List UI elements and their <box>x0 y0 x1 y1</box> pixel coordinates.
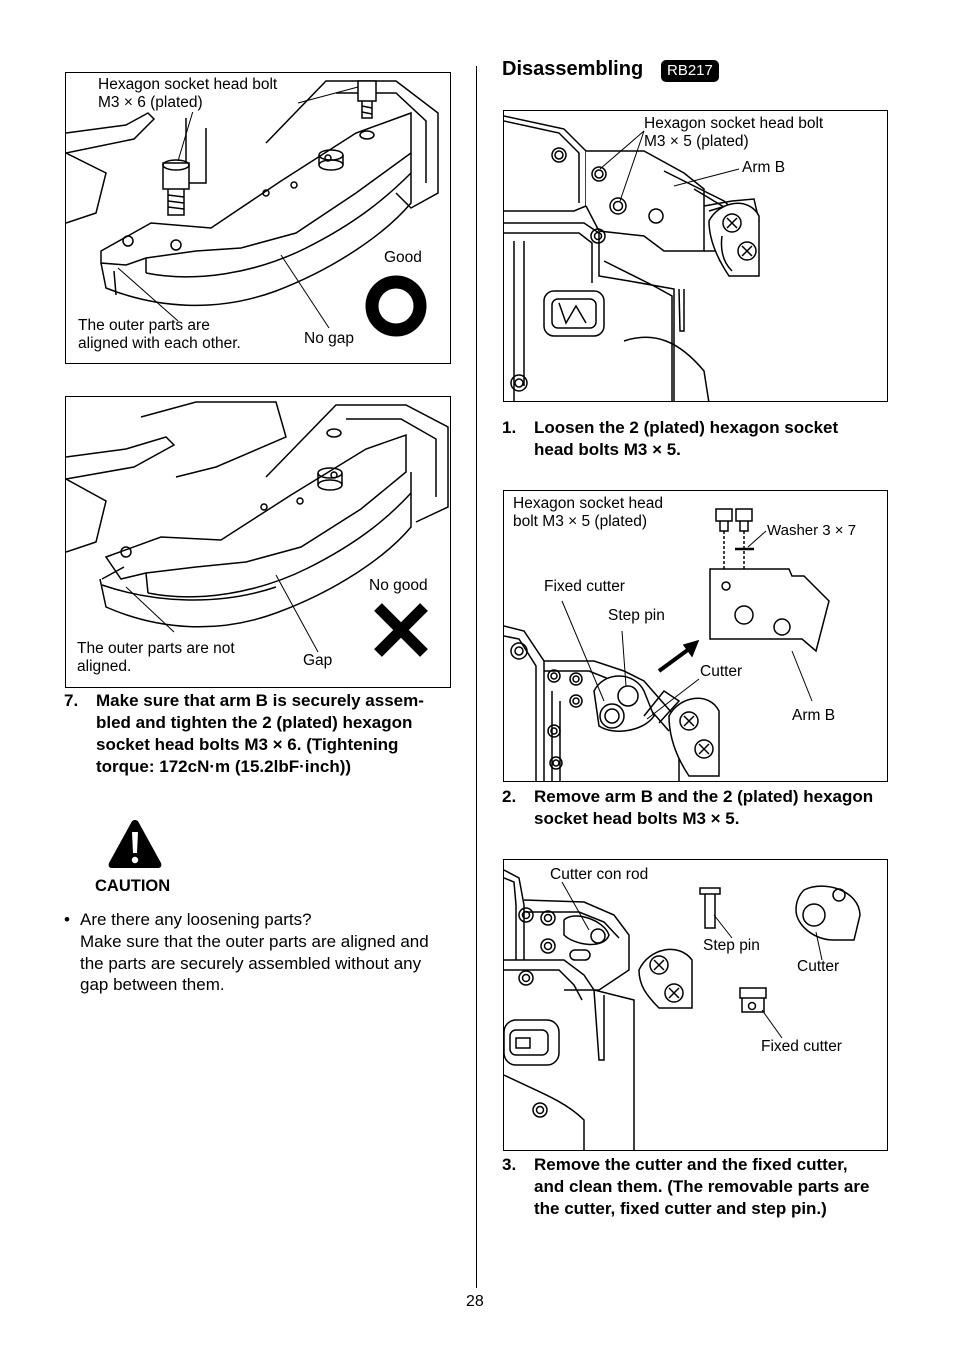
good-circle-icon <box>365 275 427 337</box>
step-text: Make sure that arm B is securely assem- … <box>96 691 424 776</box>
good-label: Good <box>384 249 422 266</box>
step-pin-label: Step pin <box>703 937 760 954</box>
caution-text: Make sure that the outer parts are align… <box>80 932 429 994</box>
washer-label: Washer 3 × 7 <box>767 522 857 539</box>
no-gap-label: No gap <box>304 330 354 347</box>
bolt-label: Hexagon socket head bolt M3 × 5 (plated) <box>644 115 824 150</box>
step-text: Loosen the 2 (plated) hexagon socket hea… <box>534 418 839 459</box>
caution-question: Are there any loosening parts? <box>80 910 312 929</box>
no-good-cross-icon <box>374 603 428 657</box>
cutter-label: Cutter <box>700 663 743 680</box>
bolt-label: Hexagon socket head bolt M3 × 6 (plated) <box>98 76 278 112</box>
step-number: 7. <box>64 691 79 710</box>
loosen-bolts-drawing <box>504 115 760 401</box>
fixed-cutter-label: Fixed cutter <box>544 578 625 595</box>
step-number: 1. <box>502 418 517 437</box>
caution-bullet: • <box>64 910 70 929</box>
fixed-cutter-label: Fixed cutter <box>761 1038 842 1055</box>
column-divider <box>476 66 477 1288</box>
figure-remove-cutter: Cutter con rod Step pin Cutter Fixed cut… <box>503 859 888 1151</box>
con-rod-label: Cutter con rod <box>550 866 649 883</box>
aligned-label: The outer parts are aligned with each ot… <box>78 317 241 352</box>
caution-label: CAUTION <box>95 877 171 895</box>
not-aligned-label: The outer parts are not aligned. <box>77 640 235 675</box>
no-good-alignment-drawing <box>66 401 449 653</box>
section-title: Disassembling <box>502 58 644 80</box>
remove-cutter-drawing <box>504 869 861 1150</box>
arm-b-label: Arm B <box>792 707 836 724</box>
figure-remove-arm: Hexagon socket head bolt M3 × 5 (plated)… <box>503 490 888 782</box>
remove-arm-drawing <box>504 508 830 781</box>
caution-warning-icon <box>108 820 162 868</box>
bolt-label: Hexagon socket head bolt M3 × 5 (plated) <box>513 495 663 530</box>
step-number: 3. <box>502 1155 517 1174</box>
figure-good-alignment: Hexagon socket head bolt M3 × 6 (plated)… <box>65 72 451 364</box>
step-number: 2. <box>502 787 517 806</box>
figure-loosen-bolts: Hexagon socket head bolt M3 × 5 (plated)… <box>503 110 888 402</box>
arm-b-label: Arm B <box>742 159 786 176</box>
gap-label: Gap <box>303 652 333 669</box>
no-good-label: No good <box>369 577 428 594</box>
step-text: Remove the cutter and the fixed cutter, … <box>534 1155 870 1218</box>
page-number: 28 <box>466 1293 484 1310</box>
figure-no-good-alignment: No good The outer parts are not aligned.… <box>65 396 451 688</box>
good-alignment-drawing <box>66 80 439 329</box>
step-pin-label: Step pin <box>608 607 665 624</box>
cutter-label: Cutter <box>797 958 840 975</box>
model-badge: RB217 <box>661 60 719 82</box>
step-text: Remove arm B and the 2 (plated) hexagon … <box>534 787 874 828</box>
